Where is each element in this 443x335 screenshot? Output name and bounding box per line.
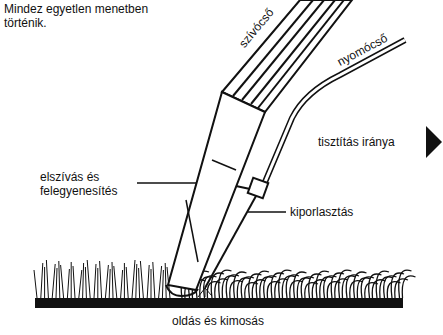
upright-fiber (85, 267, 86, 298)
spray-jet (198, 288, 212, 297)
upright-fiber (97, 268, 98, 298)
upright-fiber (83, 263, 84, 298)
upright-fiber (139, 268, 140, 298)
caption-label: oldás és kimosás (172, 314, 264, 328)
note-text: Mindez egyetlen menetben történik. (4, 2, 154, 30)
upright-fiber (132, 260, 135, 298)
direction-label: tisztítás iránya (318, 135, 395, 149)
nozzle (166, 285, 198, 296)
upright-fiber (162, 270, 163, 298)
upright-fiber (61, 265, 64, 298)
upright-fiber (100, 261, 102, 298)
upright-fiber (79, 270, 82, 298)
upright-fiber (94, 264, 96, 298)
carpet-backing (35, 298, 403, 308)
pressure-hose-inner (265, 40, 405, 182)
callout-label: kiporlasztás (290, 205, 353, 219)
pressure-hose-outline (265, 40, 405, 182)
leader-line (137, 182, 197, 184)
wand-joint (212, 160, 236, 170)
upright-fiber (44, 267, 45, 298)
callout-label: elszívás és felegyenesítés (40, 170, 135, 198)
carpet-fibers (34, 260, 416, 298)
upright-fiber (46, 260, 48, 298)
upright-fiber (114, 266, 117, 298)
upright-fiber (147, 265, 149, 298)
upright-fiber (112, 262, 113, 298)
upright-fiber (124, 263, 125, 298)
upright-fiber (136, 264, 137, 298)
spray-valve (248, 178, 269, 199)
upright-fiber (109, 269, 110, 298)
upright-fiber (159, 266, 162, 298)
upright-fiber (67, 269, 69, 298)
upright-fiber (140, 261, 143, 298)
upright-fiber (59, 261, 60, 298)
upright-fiber (151, 269, 152, 298)
valve-bracket (236, 186, 250, 189)
upright-fiber (41, 263, 43, 298)
wand-inner-line (186, 200, 198, 262)
direction-arrow (426, 126, 442, 158)
suction-tube (222, 0, 352, 112)
upright-fiber (165, 263, 166, 298)
upright-fiber (87, 260, 90, 298)
upright-fiber (56, 268, 57, 298)
upright-fiber (105, 265, 108, 298)
upright-fiber (71, 262, 72, 298)
upright-fiber (52, 264, 55, 298)
spray-tube (205, 196, 256, 288)
suction-tube-stripes (233, 0, 344, 108)
bent-fiber (399, 270, 416, 298)
upright-fiber (126, 267, 128, 298)
upright-fiber (73, 266, 75, 298)
leader-line (248, 211, 286, 213)
upright-fiber (121, 270, 123, 298)
upright-fiber (153, 262, 155, 298)
upright-fiber (34, 270, 37, 298)
